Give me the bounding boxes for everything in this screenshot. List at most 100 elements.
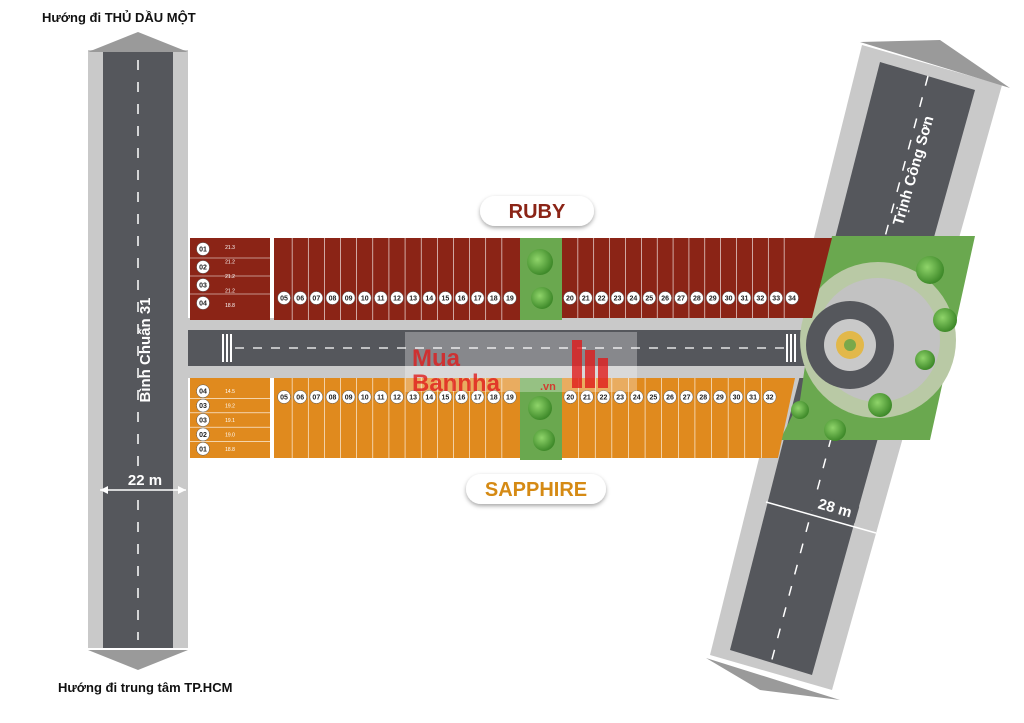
- park-roundabout: [780, 236, 975, 441]
- ruby-left-lot-number: 12: [393, 296, 401, 303]
- ruby-right-lot-number: 23: [614, 296, 622, 303]
- sapphire-right-lot-marker: [746, 390, 760, 404]
- sapphire-right-lot-marker: [563, 390, 578, 404]
- watermark-line1: Mua: [412, 345, 461, 372]
- ruby-left-lot-marker: [406, 291, 420, 305]
- sapphire-corner-lot-number: 04: [199, 389, 207, 396]
- sapphire-right-lot-number: 21: [583, 395, 591, 402]
- ruby-corner-dimension: 18.8: [225, 303, 235, 309]
- sapphire-right-lot-number: 32: [766, 395, 774, 402]
- ruby-left-lot-number: 11: [377, 296, 385, 303]
- sapphire-right-lot-marker: [580, 390, 594, 404]
- sapphire-corner-dimension: 19.1: [225, 418, 235, 424]
- ruby-right-lot-number: 21: [582, 296, 590, 303]
- ruby-right-lot-marker: [563, 291, 577, 305]
- sapphire-badge: [466, 474, 606, 504]
- sapphire-corner-lot-marker: [196, 427, 210, 442]
- sapphire-right-lot-number: 27: [683, 395, 691, 402]
- sapphire-left-lot-marker: [357, 390, 372, 404]
- sapphire-right-lot-marker: [646, 390, 661, 404]
- sapphire-left-lot-number: 11: [377, 395, 385, 402]
- sapphire-right-lot-number: 28: [699, 395, 707, 402]
- ruby-right-lot-marker: [594, 291, 609, 305]
- sapphire-left-lot-number: 09: [345, 395, 353, 402]
- ruby-corner-lot-marker: [196, 242, 210, 256]
- ruby-right-lot-number: 25: [645, 296, 653, 303]
- ruby-right-lot-number: 22: [598, 296, 606, 303]
- ruby-left-lot-number: 10: [361, 296, 369, 303]
- sapphire-left-lot-number: 16: [458, 395, 466, 402]
- ruby-left-lot-marker: [293, 291, 307, 305]
- ruby-left-lot-number: 14: [425, 296, 433, 303]
- sapphire-corner-lot-marker: [196, 384, 210, 398]
- ruby-left-lot-marker: [454, 291, 469, 305]
- ruby-left-lot-number: 07: [312, 296, 320, 303]
- sapphire-left-lot-marker: [277, 390, 291, 404]
- ruby-right-lot-marker: [737, 291, 752, 305]
- internal-road: [178, 318, 818, 378]
- sapphire-right-lot-number: 31: [749, 395, 757, 402]
- ruby-left-lot-marker: [503, 291, 517, 305]
- ruby-left-lot-number: 13: [409, 296, 417, 303]
- ruby-left-lot-marker: [325, 291, 340, 305]
- sapphire-left-lot-marker: [406, 390, 420, 404]
- ruby-right-lot-number: 27: [677, 296, 685, 303]
- ruby-right-lot-marker: [753, 291, 768, 305]
- sapphire-right-lot-marker: [679, 390, 694, 404]
- sapphire-left-lot-number: 12: [393, 395, 401, 402]
- sapphire-right-lot-number: 23: [616, 395, 624, 402]
- sapphire-left-lot-number: 07: [312, 395, 320, 402]
- ruby-corner-lot-number: 03: [199, 283, 207, 290]
- sapphire-left-lot-marker: [374, 390, 388, 404]
- ruby-left-lot-marker: [487, 291, 501, 305]
- watermark: Mua Bannha .vn: [405, 332, 637, 397]
- ruby-left-lot-number: 18: [490, 296, 498, 303]
- ruby-block: [190, 238, 832, 320]
- ruby-left-lot-number: 09: [345, 296, 353, 303]
- ruby-left-lot-number: 19: [506, 296, 514, 303]
- sapphire-corner-dimension: 19.2: [225, 404, 235, 410]
- sapphire-right-lot-marker: [630, 390, 644, 404]
- sapphire-corner-lot-number: 03: [199, 403, 207, 410]
- ruby-left-lot-marker: [341, 291, 356, 305]
- sapphire-left-lot-marker: [325, 390, 340, 404]
- ruby-right-lot-number: 34: [788, 296, 796, 303]
- ruby-label: RUBY: [509, 201, 566, 223]
- arrow-up-icon: [88, 32, 188, 52]
- sapphire-left-lot-number: 14: [425, 395, 433, 402]
- sapphire-right-lot-marker: [729, 390, 744, 404]
- sapphire-left-lot-number: 19: [506, 395, 514, 402]
- ruby-right-lot-marker: [642, 291, 657, 305]
- ruby-corner-lot-number: 01: [199, 247, 207, 254]
- sapphire-left-lot-number: 05: [280, 395, 288, 402]
- ruby-corner-lot-number: 04: [199, 301, 207, 308]
- ruby-left-block: [274, 238, 520, 320]
- ruby-right-lot-number: 20: [566, 296, 574, 303]
- ruby-left-lot-marker: [422, 291, 437, 305]
- sapphire-label: SAPPHIRE: [485, 479, 587, 501]
- direction-bottom: Hướng đi trung tâm TP.HCM: [58, 680, 232, 695]
- sapphire-right-lot-number: 22: [600, 395, 608, 402]
- ruby-left-lot-marker: [277, 291, 291, 305]
- ruby-left-lot-marker: [470, 291, 485, 305]
- ruby-right-lot-marker: [658, 291, 672, 305]
- ruby-left-lot-number: 06: [296, 296, 304, 303]
- ruby-right-lot-number: 24: [630, 296, 638, 303]
- left-width-marker: 22 m: [100, 471, 186, 494]
- sapphire-corner-lot-marker: [196, 398, 210, 413]
- sapphire-left-lot-marker: [422, 390, 437, 404]
- sapphire-corner-dimension: 19.0: [225, 432, 235, 438]
- ruby-corner-lot-number: 02: [199, 265, 207, 272]
- sapphire-left-lot-marker: [503, 390, 517, 404]
- sapphire-left-lot-number: 17: [474, 395, 482, 402]
- arrow-up-right-icon: [860, 40, 1010, 88]
- watermark-line2: Bannha: [412, 370, 501, 397]
- ruby-right-lot-number: 30: [725, 296, 733, 303]
- arrow-down-left-icon: [706, 658, 840, 700]
- ruby-right-lot-marker: [674, 291, 688, 305]
- sapphire-corner-lot-number: 02: [199, 432, 207, 439]
- sapphire-left-lot-marker: [341, 390, 356, 404]
- sapphire-left-lot-marker: [293, 390, 307, 404]
- sapphire-left-lot-number: 18: [490, 395, 498, 402]
- sapphire-right-lot-marker: [613, 390, 627, 404]
